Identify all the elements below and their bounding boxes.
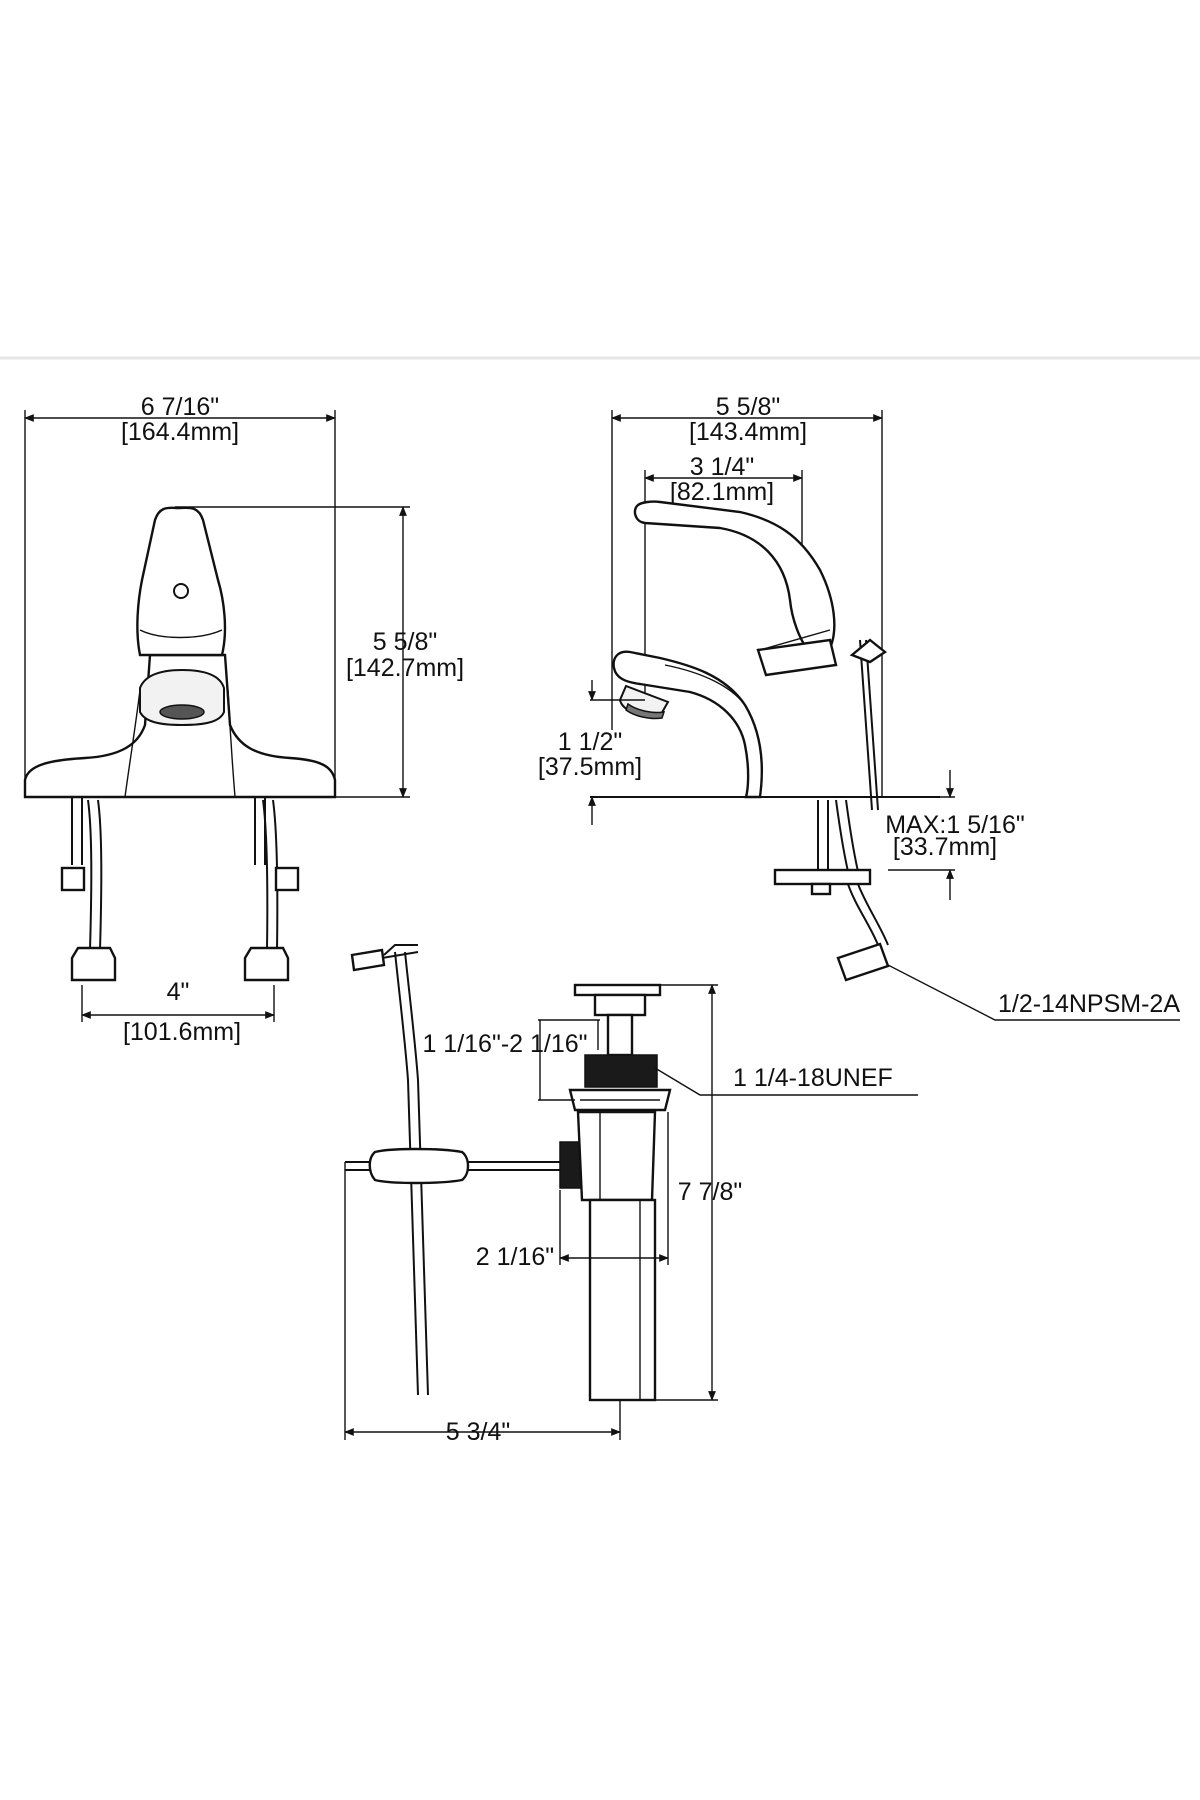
front-spacing-imperial: 4" bbox=[167, 978, 190, 1006]
side-view: 5 5/8" [143.4mm] 3 1/4" [82.1mm] 1 1/2" … bbox=[538, 393, 1180, 1021]
side-deck-max-imperial: MAX:1 5/16" bbox=[885, 811, 1025, 839]
side-depth-imperial: 5 5/8" bbox=[716, 393, 780, 421]
front-width-imperial: 6 7/16" bbox=[141, 393, 219, 421]
side-reach-metric: [82.1mm] bbox=[670, 478, 774, 506]
side-spout-height-metric: [37.5mm] bbox=[538, 753, 642, 781]
drain-rod-dimension: 5 3/4" bbox=[446, 1418, 510, 1446]
side-deck-max-metric: [33.7mm] bbox=[893, 833, 997, 861]
side-depth-metric: [143.4mm] bbox=[689, 418, 807, 446]
front-height-metric: [142.7mm] bbox=[346, 654, 464, 682]
drain-body-dimension: 2 1/16" bbox=[476, 1243, 554, 1271]
front-height-imperial: 5 5/8" bbox=[373, 628, 437, 656]
drain-height-dimension: 7 7/8" bbox=[678, 1178, 742, 1206]
front-spacing-metric: [101.6mm] bbox=[123, 1018, 241, 1046]
front-view: 6 7/16" [164.4mm] 5 5/8" [142.7mm] bbox=[23, 393, 464, 1046]
side-spout-height-imperial: 1 1/2" bbox=[558, 728, 622, 756]
front-width-metric: [164.4mm] bbox=[121, 418, 239, 446]
drain-adjust-dimension: 1 1/16"-2 1/16" bbox=[422, 1030, 587, 1058]
side-reach-imperial: 3 1/4" bbox=[690, 453, 754, 481]
drain-assembly-view: 1 1/16"-2 1/16" 1 1/4-18UNEF 7 7/8" 2 1/… bbox=[344, 944, 918, 1446]
supply-thread-callout: 1/2-14NPSM-2A bbox=[998, 990, 1180, 1018]
drain-thread-callout: 1 1/4-18UNEF bbox=[733, 1064, 893, 1092]
